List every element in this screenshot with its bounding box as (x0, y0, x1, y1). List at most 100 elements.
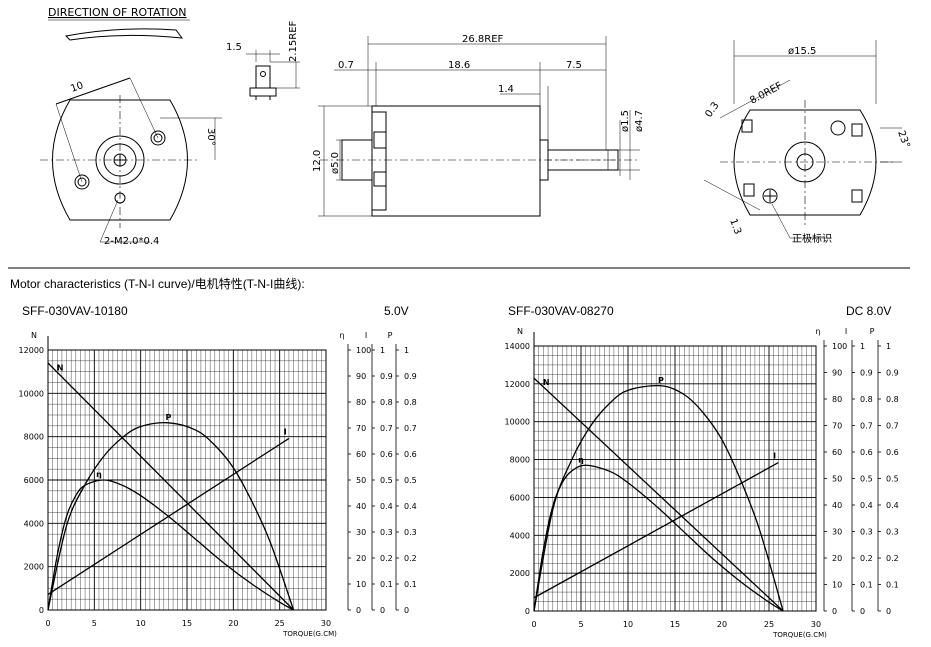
p-tick-label: 0.5 (886, 475, 899, 484)
eta-tick-label: 50 (832, 475, 842, 484)
p-tick-label: 0.1 (886, 581, 899, 590)
series-line-p (533, 384, 784, 612)
rear-dim-angle: 23° (895, 129, 911, 149)
x-tick-label: 15 (182, 619, 192, 628)
p-tick-label: 0.8 (886, 395, 899, 404)
p-axis-label: P (388, 331, 393, 340)
series-line-n (47, 362, 295, 611)
i-tick-label: 0.6 (860, 448, 873, 457)
rear-polarity-label: 正极标识 (792, 232, 832, 245)
n-tick-label: 12000 (19, 346, 44, 355)
i-tick-label: 1 (380, 346, 385, 355)
eta-tick-label: 90 (356, 372, 366, 381)
p-tick-label: 0 (404, 606, 409, 615)
p-tick-label: 0.6 (886, 448, 899, 457)
chart1-voltage: 5.0V (384, 304, 409, 318)
n-tick-label: 8000 (24, 433, 44, 442)
chart2-model: SFF-030VAV-08270 (508, 304, 614, 318)
i-tick-label: 1 (860, 342, 865, 351)
p-tick-label: 0.2 (404, 554, 417, 563)
series-line-n (533, 377, 784, 612)
eta-tick-label: 60 (356, 450, 366, 459)
motor-drawing: DIRECTION OF ROTATION 10 30° 2-M2.0*0.4 (8, 6, 912, 269)
side-dim-07: 0.7 (338, 60, 354, 71)
i-tick-label: 0.7 (860, 422, 873, 431)
p-tick-label: 0.6 (404, 450, 417, 459)
n-tick-label: 10000 (19, 389, 44, 398)
rear-dim-03: 0.3 (703, 100, 721, 119)
p-axis-label: P (870, 327, 875, 336)
series-label: N (57, 363, 64, 372)
eta-tick-label: 40 (832, 501, 842, 510)
rear-view (703, 40, 902, 239)
n-tick-label: 14000 (505, 342, 530, 351)
side-dim-body: 18.6 (448, 60, 470, 71)
chart1-model: SFF-030VAV-10180 (22, 304, 128, 318)
eta-tick-label: 30 (832, 528, 842, 537)
eta-tick-label: 10 (832, 581, 842, 590)
front-holes-label: 2-M2.0*0.4 (104, 236, 159, 247)
p-tick-label: 0.3 (404, 528, 417, 537)
series-label: P (166, 413, 172, 422)
side-dim-d15: ø1.5 (620, 110, 631, 132)
x-tick-label: 30 (321, 619, 331, 628)
series-line-p (47, 422, 295, 611)
i-tick-label: 0.9 (860, 369, 873, 378)
terminal-view (246, 50, 300, 100)
x-tick-label: 5 (578, 620, 583, 629)
x-axis-label: TORQUE(G.CM) (282, 630, 337, 638)
front-dim-pitch: 10 (69, 80, 85, 95)
eta-tick-label: 40 (356, 502, 366, 511)
side-dim-d50: ø5.0 (330, 152, 341, 174)
eta-tick-label: 70 (356, 424, 366, 433)
i-tick-label: 0.5 (860, 475, 873, 484)
p-tick-label: 0.9 (886, 369, 899, 378)
x-tick-label: 20 (228, 619, 238, 628)
side-dim-h12: 12.0 (312, 150, 323, 172)
x-tick-label: 20 (717, 620, 727, 629)
eta-tick-label: 20 (356, 554, 366, 563)
i-tick-label: 0.2 (380, 554, 393, 563)
eta-tick-label: 70 (832, 422, 842, 431)
rear-dim-8ref: 8.0REF (748, 80, 784, 106)
i-tick-label: 0.5 (380, 476, 393, 485)
i-tick-label: 0.1 (860, 581, 873, 590)
series-line-i (47, 437, 290, 595)
side-dim-overall: 26.8REF (462, 34, 504, 45)
p-tick-label: 0.3 (886, 528, 899, 537)
p-tick-label: 0 (886, 607, 891, 616)
x-tick-label: 15 (670, 620, 680, 629)
i-tick-label: 0.4 (380, 502, 393, 511)
i-tick-label: 0.8 (860, 395, 873, 404)
eta-tick-label: 90 (832, 369, 842, 378)
n-tick-label: 4000 (24, 519, 44, 528)
series-line-eta (47, 479, 294, 611)
section-title: Motor characteristics (T-N-I curve)/电机特性… (10, 277, 305, 291)
x-tick-label: 25 (764, 620, 774, 629)
rear-dim-13: 1.3 (727, 217, 743, 236)
i-axis-label: I (365, 331, 367, 340)
eta-tick-label: 10 (356, 580, 366, 589)
chart2-voltage: DC 8.0V (846, 304, 892, 318)
eta-tick-label: 100 (832, 342, 847, 351)
p-tick-label: 0.9 (404, 372, 417, 381)
n-tick-label: 8000 (510, 456, 530, 465)
side-dim-14: 1.4 (498, 84, 514, 95)
chart-grid (533, 345, 817, 612)
x-tick-label: 10 (136, 619, 146, 628)
p-tick-label: 0.5 (404, 476, 417, 485)
x-tick-label: 0 (531, 620, 536, 629)
chart-grid (47, 349, 327, 611)
eta-tick-label: 0 (356, 606, 361, 615)
x-tick-label: 5 (92, 619, 97, 628)
series-label: P (658, 376, 664, 385)
eta-tick-label: 80 (832, 395, 842, 404)
eta-tick-label: 0 (832, 607, 837, 616)
x-tick-label: 0 (45, 619, 50, 628)
series-label: N (543, 378, 550, 387)
x-axis-label: TORQUE(G.CM) (772, 631, 827, 639)
i-axis-label: I (845, 327, 847, 336)
terminal-dim-height: 2.15REF (288, 20, 299, 62)
eta-axis-label: η (339, 331, 344, 340)
